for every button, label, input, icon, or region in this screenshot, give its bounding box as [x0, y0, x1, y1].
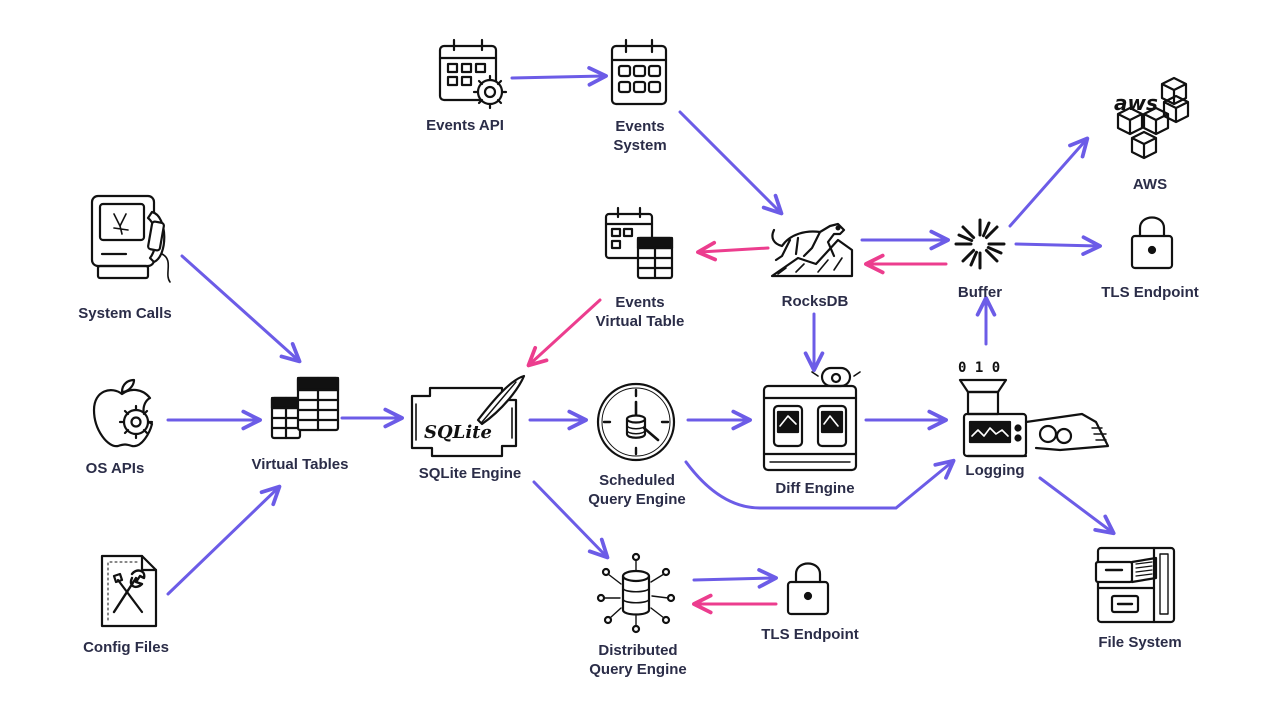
aws-cubes-icon: [1116, 76, 1190, 160]
buffer-label: Buffer: [957, 284, 1003, 301]
diff-engine-label: Diff Engine: [775, 480, 855, 497]
calendar-gear-icon: [438, 38, 508, 110]
aws-label: AWS: [1132, 176, 1168, 193]
arrow-events-system-to-rocksdb: [678, 110, 784, 216]
diff-machine-icon: [762, 366, 861, 472]
arrow-events-virtual-table-to-sqlite: [526, 298, 602, 368]
sqlite-logo-text: SQLite: [424, 422, 492, 443]
burst-icon: [954, 218, 1006, 270]
rocksdb-label: RocksDB: [781, 293, 849, 310]
arrow-rocksdb-to-events-virtual-table: [696, 240, 770, 262]
file-cabinet-icon: [1094, 546, 1176, 624]
arrow-events-api-to-events-system: [510, 66, 608, 87]
events-api-label: Events API: [426, 117, 504, 134]
clock-database-icon: [596, 382, 676, 462]
file-system-label: File System: [1098, 634, 1182, 651]
events-system-label: Events System: [613, 118, 667, 154]
tls-endpoint-bottom-label: TLS Endpoint: [761, 626, 859, 643]
sqlite-engine-icon: [410, 374, 526, 458]
binary-bits-text: 0 1 0: [958, 360, 1000, 376]
tls-endpoint-top-label: TLS Endpoint: [1101, 284, 1199, 301]
arrow-buffer-to-aws: [1008, 136, 1090, 228]
arrow-logging-to-file-system: [1038, 476, 1116, 536]
arrow-config-files-to-virtual-tables: [166, 484, 282, 596]
padlock-icon: [786, 562, 830, 616]
distributed-query-engine-label: Distributed Query Engine: [589, 642, 687, 678]
padlock-icon: [1130, 216, 1174, 270]
calendar-icon: [610, 38, 668, 106]
file-tools-icon: [100, 554, 158, 628]
config-files-label: Config Files: [83, 639, 169, 656]
system-calls-label: System Calls: [78, 305, 172, 322]
sqlite-engine-label: SQLite Engine: [418, 465, 522, 482]
arrow-scheduled-query-to-logging: [684, 458, 956, 510]
arrow-buffer-to-tls-endpoint: [1014, 235, 1102, 256]
arrow-distributed-query-to-tls-endpoint: [692, 568, 778, 589]
virtual-tables-label: Virtual Tables: [251, 456, 349, 473]
events-virtual-table-label: Events Virtual Table: [595, 294, 685, 330]
puma-icon: [770, 222, 854, 278]
aws-logo-text: aws: [1114, 91, 1158, 115]
printer-machine-icon: [958, 378, 1110, 458]
calendar-table-icon: [604, 206, 674, 280]
arrow-sqlite-to-distributed-query: [532, 480, 610, 560]
scheduled-query-engine-label: Scheduled Query Engine: [588, 472, 686, 508]
os-apis-label: OS APIs: [85, 460, 145, 477]
retro-computer-phone-icon: [90, 194, 171, 283]
database-network-icon: [596, 552, 676, 634]
tables-icon: [270, 376, 340, 440]
arrow-system-calls-to-virtual-tables: [180, 254, 302, 364]
apple-gear-icon: [92, 378, 154, 448]
logging-label: Logging: [965, 462, 1025, 479]
